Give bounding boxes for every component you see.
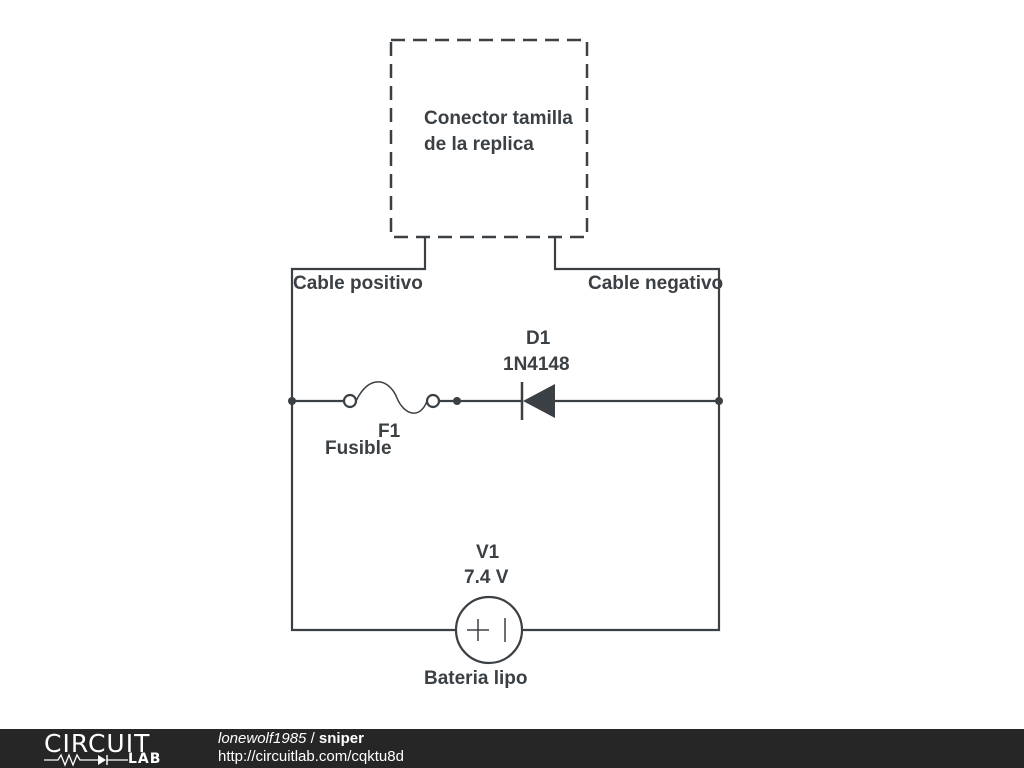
- source-name-label: Bateria lipo: [424, 668, 527, 689]
- connector-label-line2: de la replica: [424, 134, 534, 155]
- author-username[interactable]: lonewolf1985: [218, 730, 307, 747]
- diode-symbol: [520, 382, 555, 420]
- connector-label-line1: Conector tamilla: [424, 108, 573, 129]
- logo-word-circuit: CIRCUIT: [44, 729, 151, 758]
- source-value-label: 7.4 V: [464, 567, 509, 588]
- source-ref-label: V1: [476, 542, 500, 563]
- fuse-name-label: Fusible: [325, 438, 392, 459]
- circuitlab-logo[interactable]: CIRCUIT LAB: [44, 729, 174, 767]
- negative-cable-label: Cable negativo: [588, 273, 723, 294]
- positive-cable-label: Cable positivo: [293, 273, 423, 294]
- positive-wire-top: [290, 237, 455, 632]
- diode-part-label: 1N4148: [503, 354, 570, 375]
- credit-separator: /: [306, 730, 319, 747]
- resistor-diode-icon: [44, 753, 128, 767]
- circuit-schematic: Conector tamilla de la replica Cable pos…: [288, 38, 723, 689]
- junction-dot-left: [288, 397, 296, 405]
- logo-word-lab: LAB: [128, 751, 162, 767]
- battery-symbol: [454, 595, 524, 665]
- junction-dot-right: [715, 397, 723, 405]
- credit-block: lonewolf1985 / sniper http://circuitlab.…: [218, 730, 404, 766]
- circuit-url-link[interactable]: http://circuitlab.com/cqktu8d: [218, 748, 404, 765]
- footer-bar: CIRCUIT LAB lonewolf1985 / sniper http:/…: [0, 729, 1024, 768]
- fuse-symbol: [342, 381, 441, 414]
- circuit-title[interactable]: sniper: [318, 730, 364, 747]
- connector-box: [389, 38, 589, 239]
- junction-dot-fuse: [453, 397, 461, 405]
- negative-wire-top: [523, 237, 721, 632]
- fuse-ref-label: F1: [378, 421, 401, 442]
- diode-ref-label: D1: [526, 328, 551, 349]
